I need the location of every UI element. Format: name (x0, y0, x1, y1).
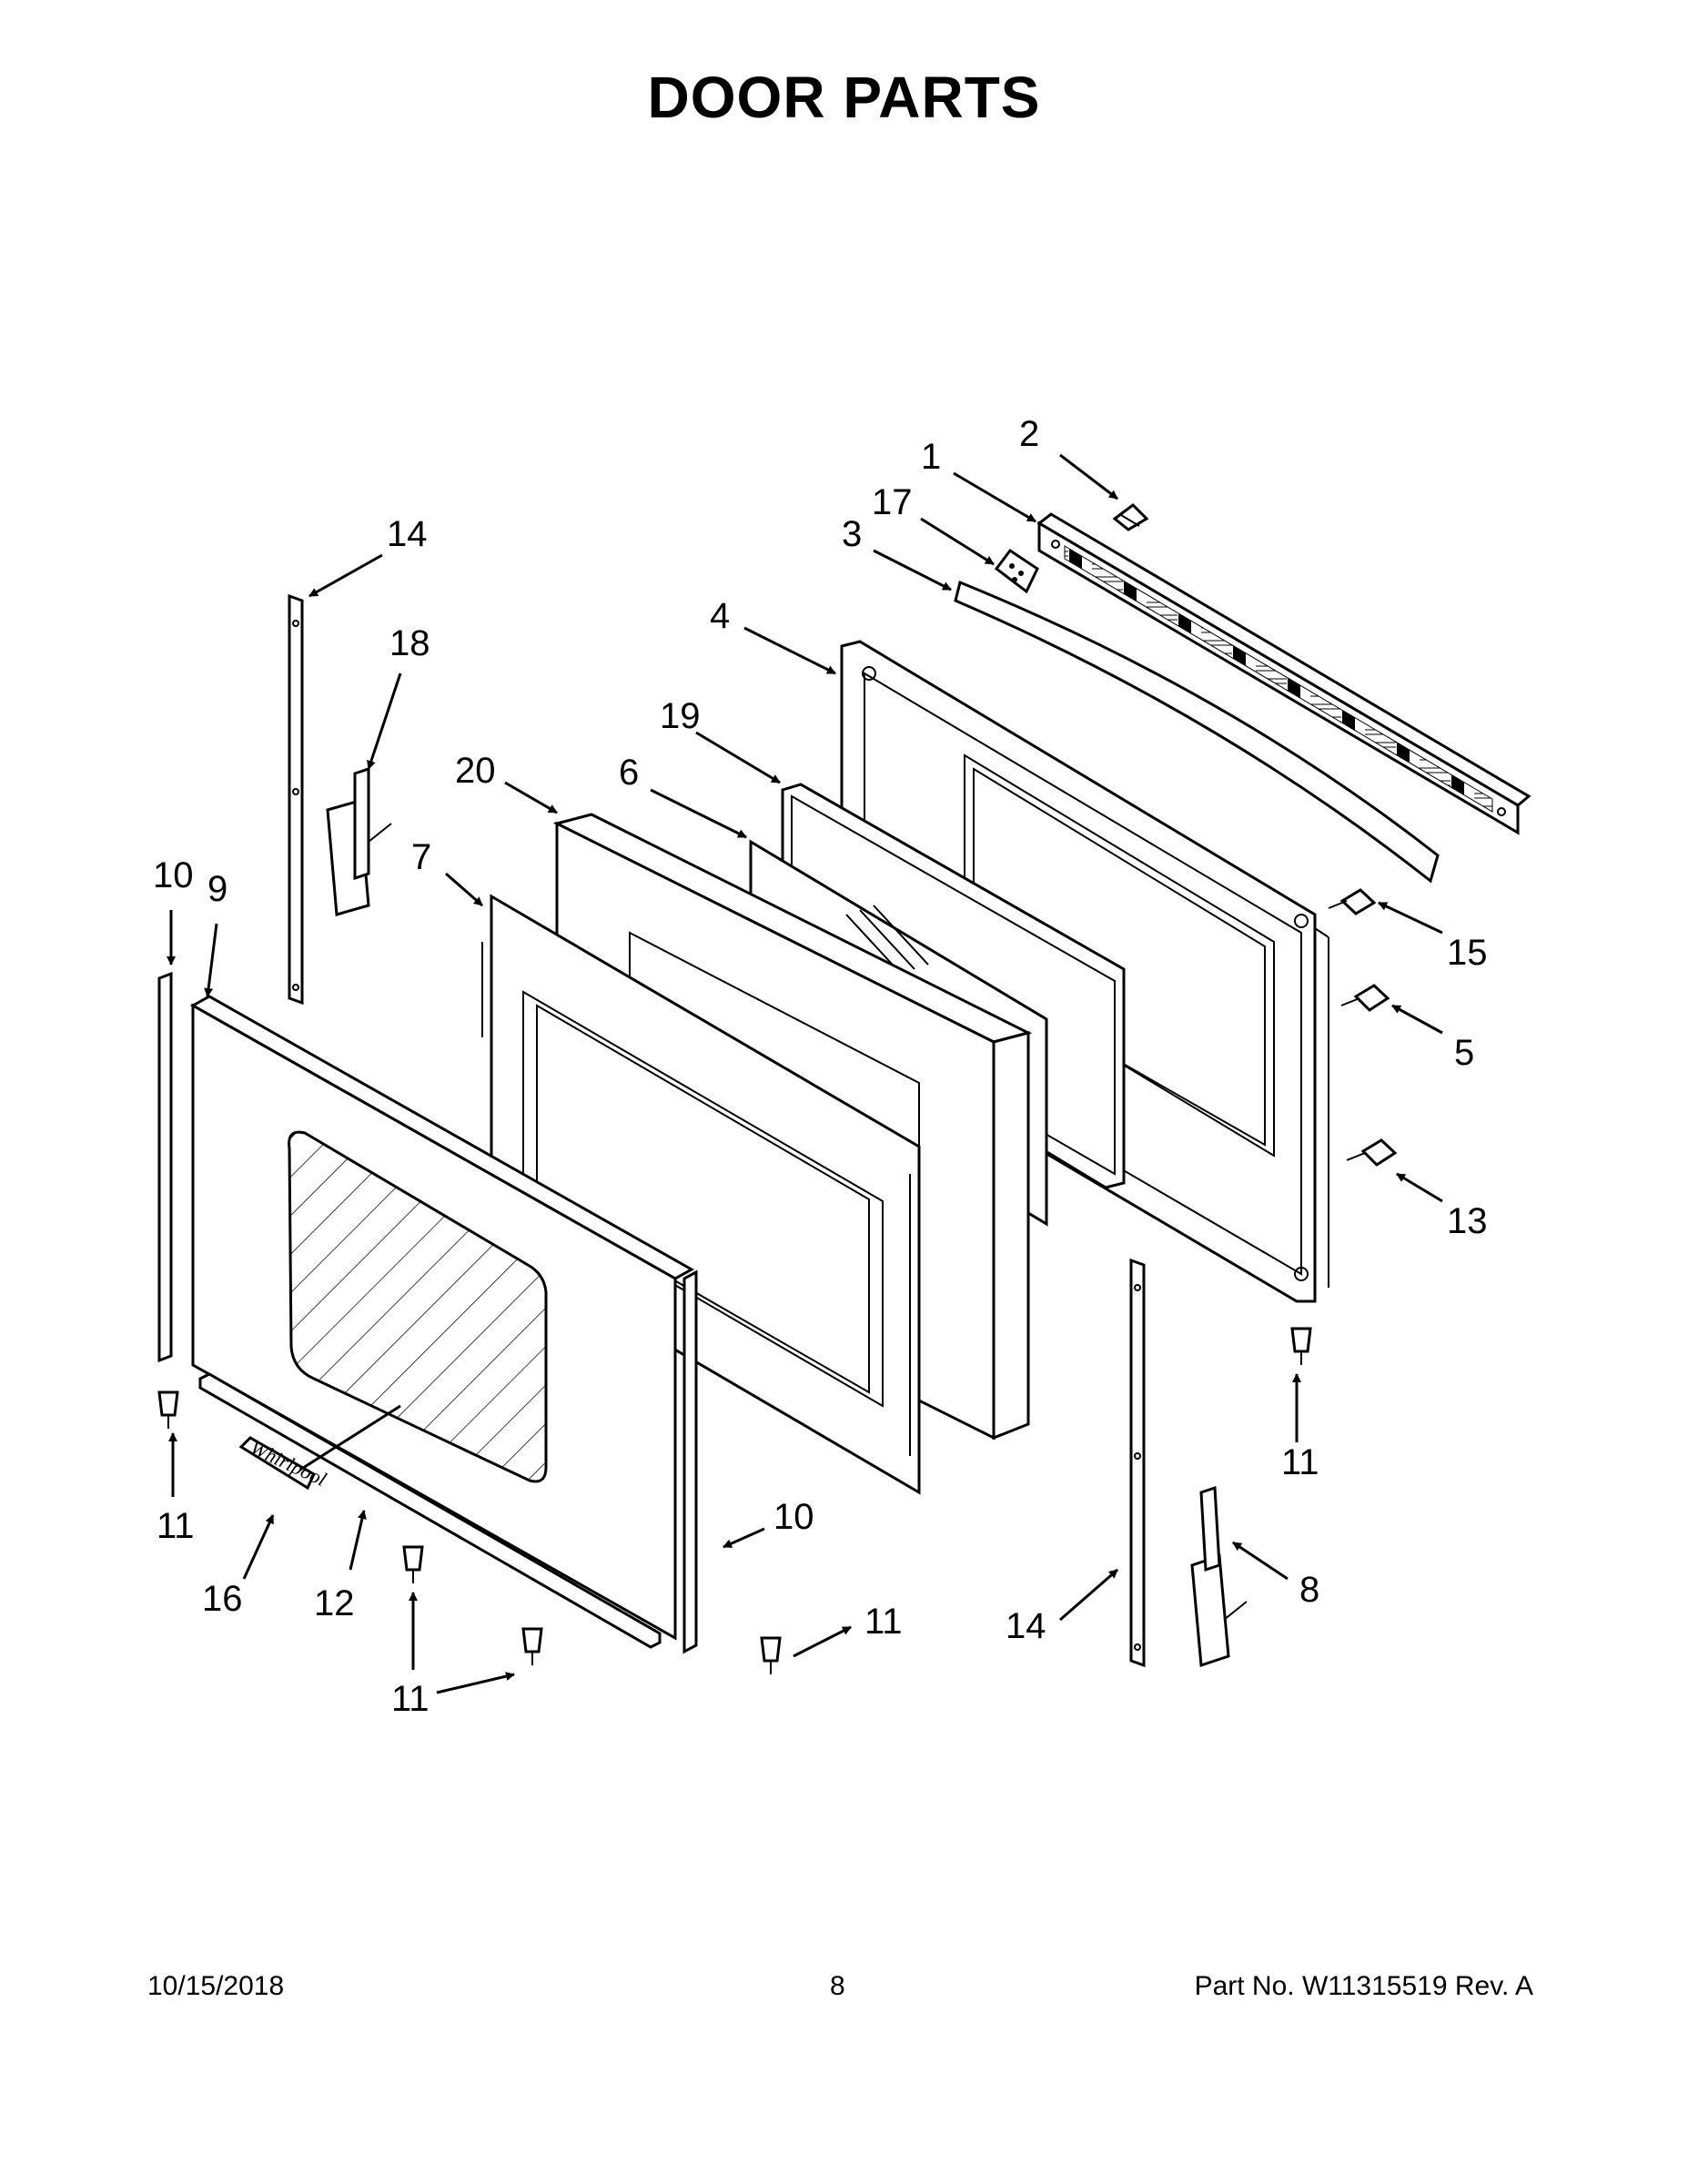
callout-15: 15 (1447, 933, 1488, 973)
screw-part-2 (1112, 503, 1149, 531)
bottom-trim-part-12 (198, 1372, 662, 1649)
callout-5: 5 (1454, 1033, 1474, 1073)
callout-18: 18 (389, 623, 430, 663)
hinge-part-18 (326, 766, 392, 916)
vent-trim-part (1036, 512, 1531, 835)
side-trim-part-10-right (682, 1269, 698, 1654)
callout-4: 4 (710, 596, 730, 636)
callout-12: 12 (314, 1583, 355, 1623)
callout-labels: 1 2 17 3 4 19 6 20 7 10 9 14 18 15 5 13 … (153, 414, 1488, 1719)
leader-lines (167, 453, 1443, 1694)
callout-11-left: 11 (157, 1506, 195, 1546)
outer-door-part-9 (189, 995, 695, 1641)
screw-part-11-c (521, 1627, 543, 1665)
callout-2: 2 (1019, 414, 1039, 454)
callout-11-lower-right: 11 (864, 1602, 903, 1642)
callout-14-right: 14 (1006, 1606, 1046, 1646)
callout-3: 3 (842, 514, 862, 554)
callout-17: 17 (872, 482, 913, 522)
callout-11-bottom: 11 (391, 1679, 430, 1719)
screw-part-11-e (1290, 1327, 1312, 1365)
screw-part-15 (1328, 888, 1377, 915)
callout-19: 19 (660, 696, 701, 736)
callout-8: 8 (1299, 1570, 1319, 1610)
callout-6: 6 (619, 753, 639, 793)
hinge-rail-part-14-right (1129, 1258, 1146, 1668)
screw-part-5 (1340, 984, 1390, 1012)
hinge-rail-part-14-left (288, 593, 304, 1006)
page-title: DOOR PARTS (647, 65, 1041, 130)
screw-part-11-d (760, 1636, 782, 1674)
bracket-part-17 (994, 548, 1039, 594)
callout-16: 16 (202, 1579, 243, 1619)
callout-1: 1 (921, 437, 941, 477)
callout-10-right: 10 (773, 1497, 814, 1537)
callout-11-right: 11 (1281, 1442, 1319, 1482)
inner-door-panel-part-7 (481, 894, 921, 1495)
hinge-part-8 (1190, 1485, 1248, 1668)
footer-part-number: Part No. W11315519 Rev. A (1194, 1971, 1533, 2001)
footer-date: 10/15/2018 (147, 1971, 285, 2001)
callout-20: 20 (455, 751, 496, 791)
callout-13: 13 (1447, 1201, 1488, 1241)
side-trim-part-10-left (157, 971, 173, 1363)
callout-14-left: 14 (387, 514, 428, 554)
screw-part-11-a (157, 1390, 179, 1429)
footer-page-number: 8 (830, 1971, 845, 2001)
callout-10-left: 10 (153, 855, 194, 895)
callout-7: 7 (411, 837, 431, 877)
gasket-strip-part-3 (954, 580, 1440, 884)
callout-9: 9 (207, 869, 227, 909)
screw-part-13 (1346, 1138, 1398, 1167)
screw-part-11-b (402, 1545, 424, 1583)
